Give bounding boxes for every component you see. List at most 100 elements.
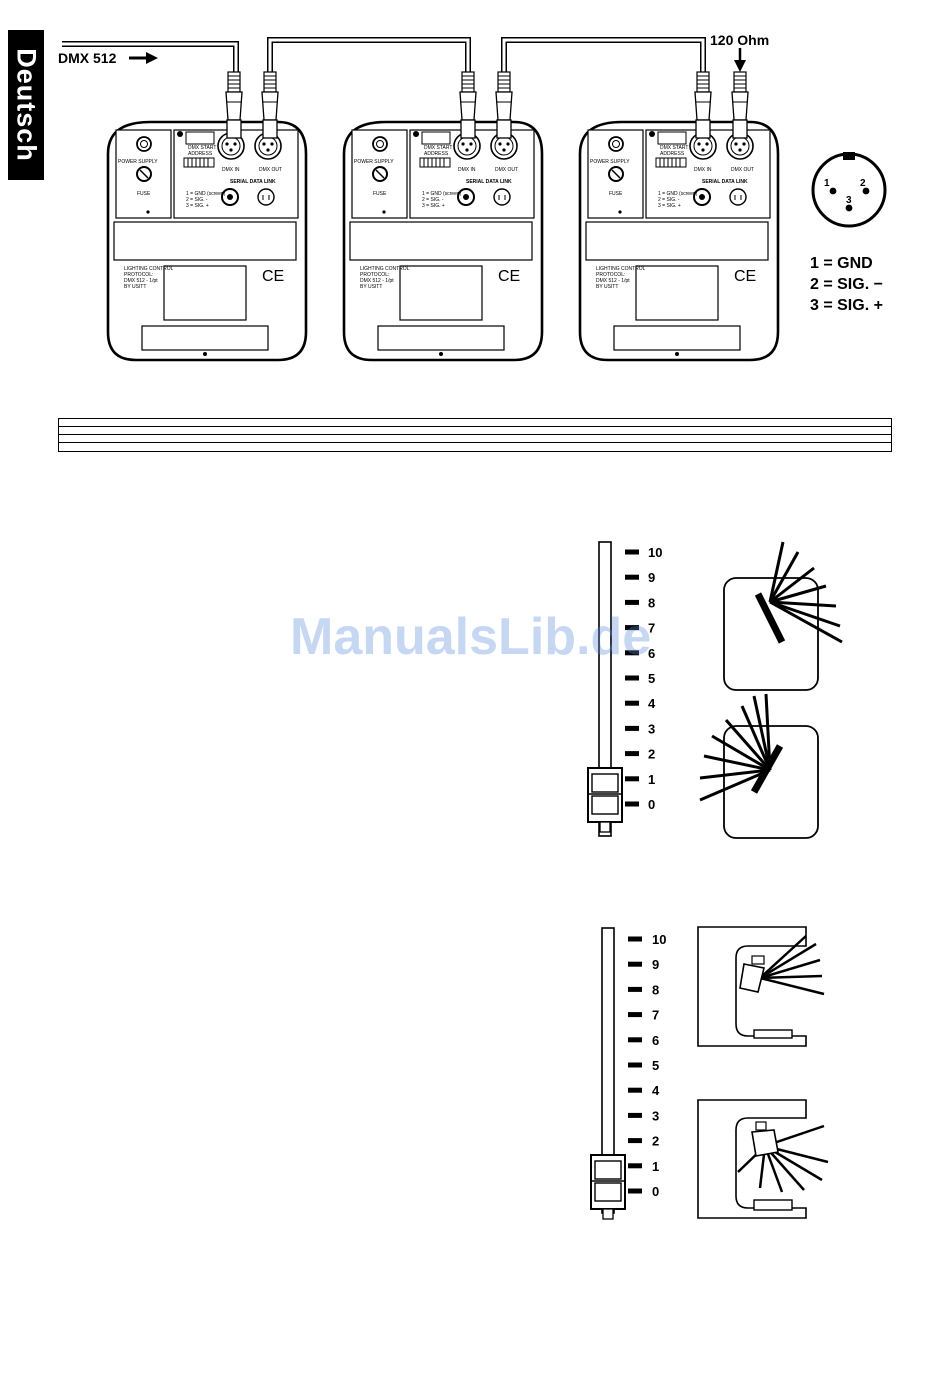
svg-text:DMX 512 - 1/pt: DMX 512 - 1/pt <box>124 278 158 284</box>
language-tab: Deutsch <box>8 30 44 180</box>
scale-label: 10 <box>648 545 662 560</box>
scale-tick <box>628 1163 642 1169</box>
svg-text:LIGHTING CONTROL: LIGHTING CONTROL <box>596 266 646 272</box>
svg-text:POWER SUPPLY: POWER SUPPLY <box>354 159 394 165</box>
scale-tick <box>625 700 639 706</box>
svg-text:DMX 512 - 1/pt: DMX 512 - 1/pt <box>596 278 630 284</box>
svg-text:BY USITT: BY USITT <box>360 284 382 290</box>
pin-2-number: 2 <box>860 178 866 189</box>
svg-text:DMX IN: DMX IN <box>458 167 476 173</box>
scale-label: 5 <box>648 671 655 686</box>
svg-text:2 = SIG. -: 2 = SIG. - <box>186 197 208 203</box>
svg-text:POWER SUPPLY: POWER SUPPLY <box>590 159 630 165</box>
pin-3-number: 3 <box>846 195 852 206</box>
scale-tick <box>625 751 639 757</box>
scale-tick <box>625 625 639 631</box>
svg-text:DMX IN: DMX IN <box>694 167 712 173</box>
scale-tick <box>628 986 642 992</box>
horizontal-rules <box>58 418 892 452</box>
svg-text:PROTOCOL:: PROTOCOL: <box>124 272 153 278</box>
scale-label: 2 <box>652 1134 659 1149</box>
pin-1-number: 1 <box>824 178 830 189</box>
arrow-down-icon <box>734 48 746 72</box>
scanner-tilt-1 <box>697 926 825 1047</box>
svg-text:DMX IN: DMX IN <box>222 167 240 173</box>
scale-tick <box>628 1037 642 1043</box>
scale-label: 7 <box>652 1008 659 1023</box>
scale-tick <box>625 776 639 782</box>
scale-tick <box>628 1087 642 1093</box>
xlr-connector-icon: 1 2 3 <box>811 152 887 228</box>
svg-text:3 = SIG. +: 3 = SIG. + <box>422 203 445 209</box>
svg-text:3 = SIG. +: 3 = SIG. + <box>658 203 681 209</box>
svg-text:ADDRESS: ADDRESS <box>424 151 449 157</box>
fixture-3 <box>580 122 778 360</box>
fader-2-knob[interactable] <box>590 1154 626 1220</box>
svg-text:PROTOCOL:: PROTOCOL: <box>360 272 389 278</box>
svg-text:DMX OUT: DMX OUT <box>495 167 518 173</box>
scale-label: 8 <box>652 982 659 997</box>
svg-text:LIGHTING CONTROL: LIGHTING CONTROL <box>124 266 174 272</box>
scale-label: 9 <box>648 570 655 585</box>
svg-text:2 = SIG. -: 2 = SIG. - <box>422 197 444 203</box>
scale-tick <box>625 725 639 731</box>
scale-tick <box>628 1112 642 1118</box>
scale-label: 10 <box>652 932 666 947</box>
svg-text:POWER SUPPLY: POWER SUPPLY <box>118 159 158 165</box>
scale-tick <box>625 574 639 580</box>
arrow-right-icon <box>129 52 158 64</box>
scale-label: 4 <box>652 1083 660 1098</box>
svg-text:DMX OUT: DMX OUT <box>259 167 282 173</box>
svg-text:SERIAL DATA LINK: SERIAL DATA LINK <box>466 179 512 185</box>
fixture-3-labels: POWER SUPPLY FUSE DMX START ADDRESS DMX … <box>590 145 756 290</box>
scale-tick <box>625 650 639 656</box>
scanner-tilt-2 <box>697 1099 829 1219</box>
scale-tick <box>628 1138 642 1144</box>
scale-tick <box>628 1188 642 1194</box>
svg-text:PROTOCOL:: PROTOCOL: <box>596 272 625 278</box>
svg-text:DMX OUT: DMX OUT <box>731 167 754 173</box>
fixture-1-labels: POWER SUPPLY FUSE DMX START ADDRESS DMX … <box>118 145 284 290</box>
fixture-2-labels: POWER SUPPLY FUSE DMX START ADDRESS DMX … <box>354 145 520 290</box>
svg-text:CE: CE <box>498 268 520 285</box>
scale-label: 1 <box>648 772 655 787</box>
dmx-wiring-diagram: DMX 512 120 Ohm POWER SUPPLY FUSE DMX ST… <box>58 32 887 400</box>
svg-text:CE: CE <box>262 268 284 285</box>
pin-legend-3: 3 = SIG. + <box>810 297 883 314</box>
svg-text:1 = GND (screen): 1 = GND (screen) <box>186 191 226 197</box>
scale-tick <box>628 936 642 942</box>
scale-label: 6 <box>652 1033 659 1048</box>
svg-text:1 = GND (screen): 1 = GND (screen) <box>422 191 462 197</box>
svg-text:2 = SIG. -: 2 = SIG. - <box>658 197 680 203</box>
svg-text:FUSE: FUSE <box>137 191 151 197</box>
pin-legend-1: 1 = GND <box>810 255 873 272</box>
svg-text:DMX 512 - 1/pt: DMX 512 - 1/pt <box>360 278 394 284</box>
scale-label: 0 <box>652 1184 659 1199</box>
moving-head-pan-1 <box>723 541 843 691</box>
svg-text:SERIAL DATA LINK: SERIAL DATA LINK <box>702 179 748 185</box>
pin-legend: 1 = GND 2 = SIG. − 3 = SIG. + <box>810 255 883 314</box>
fixture-2 <box>344 122 542 360</box>
svg-text:BY USITT: BY USITT <box>596 284 618 290</box>
svg-text:LIGHTING CONTROL: LIGHTING CONTROL <box>360 266 410 272</box>
svg-text:BY USITT: BY USITT <box>124 284 146 290</box>
scale-tick <box>628 1062 642 1068</box>
dmx-input-label: DMX 512 <box>58 50 117 66</box>
svg-text:SERIAL DATA LINK: SERIAL DATA LINK <box>230 179 276 185</box>
scale-label: 4 <box>648 696 656 711</box>
fader-1-knob[interactable] <box>587 767 623 833</box>
svg-text:DMX START: DMX START <box>660 145 688 151</box>
scale-label: 6 <box>648 646 655 661</box>
svg-text:FUSE: FUSE <box>373 191 387 197</box>
svg-text:1 = GND (screen): 1 = GND (screen) <box>658 191 698 197</box>
scale-tick <box>625 801 639 807</box>
svg-text:CE: CE <box>734 268 756 285</box>
scale-label: 3 <box>648 721 655 736</box>
scale-label: 5 <box>652 1058 659 1073</box>
scale-label: 8 <box>648 595 655 610</box>
scale-label: 9 <box>652 957 659 972</box>
svg-text:FUSE: FUSE <box>609 191 623 197</box>
scale-label: 0 <box>648 797 655 812</box>
